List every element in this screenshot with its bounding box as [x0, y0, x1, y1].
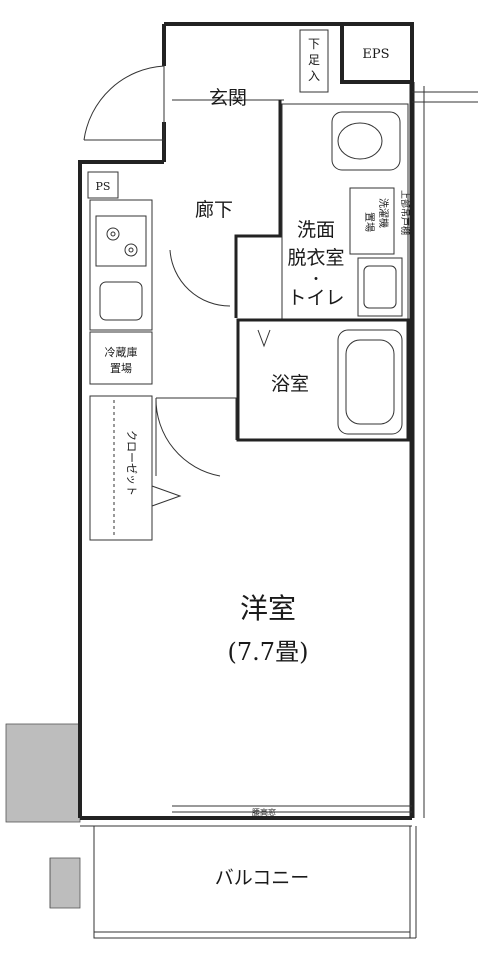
pipe-space: PS: [87, 171, 119, 199]
washer-label-2: 置場: [363, 212, 376, 232]
fridge-label-2: 置場: [110, 362, 132, 375]
room-youshitsu-size: (7.7畳): [228, 638, 309, 666]
room-toilet-dot: ・: [309, 272, 323, 288]
room-datsui: 脱衣室: [287, 247, 344, 269]
room-door: [155, 397, 236, 477]
room-toilet: トイレ: [287, 287, 344, 309]
shoe-box: 下 足 入: [299, 29, 329, 93]
shoe-box-char-2: 足: [308, 53, 320, 67]
fridge-label-1: 冷蔵庫: [105, 345, 138, 359]
room-genkan: 玄関: [209, 87, 247, 109]
room-rouka: 廊下: [195, 199, 233, 221]
bathroom: [236, 318, 410, 442]
kitchen: [89, 199, 153, 331]
room-yokushitsu: 浴室: [271, 373, 309, 395]
shoe-box-char-1: 下: [308, 37, 320, 51]
upper-shelf-label: 上部吊戸棚: [399, 190, 411, 235]
entrance-door: [83, 65, 165, 150]
closet-label: クローゼット: [125, 430, 138, 496]
ps-label: PS: [96, 180, 111, 193]
exterior-structure: [5, 723, 81, 909]
closet: クローゼット: [89, 395, 182, 541]
fridge-space: 冷蔵庫 置場: [89, 331, 153, 385]
room-balcony: バルコニー: [215, 867, 310, 889]
washer-label-1: 洗濯機: [377, 198, 390, 228]
room-senmen: 洗面: [297, 219, 335, 241]
shoe-box-char-3: 入: [308, 69, 320, 83]
eps-label: EPS: [362, 47, 389, 62]
room-youshitsu: 洋室: [240, 592, 296, 625]
balcony: [80, 825, 417, 939]
outer-walls: [78, 22, 478, 820]
window-label: 腰高窓: [252, 807, 276, 817]
